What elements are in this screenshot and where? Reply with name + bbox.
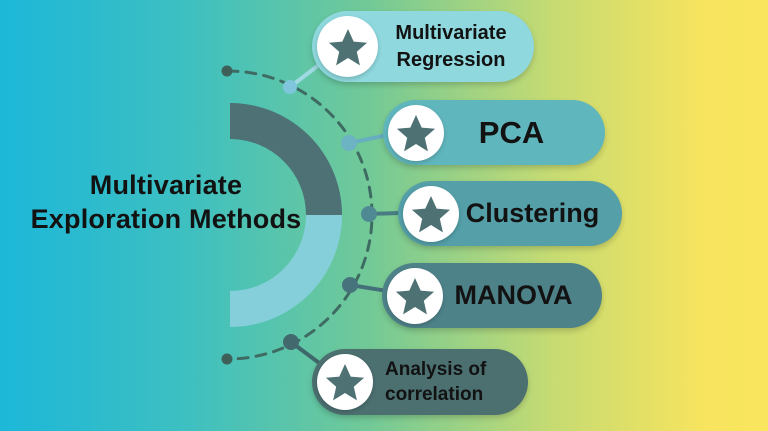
star-badge bbox=[388, 104, 444, 161]
star-badge bbox=[317, 16, 378, 77]
page-title-line1: Multivariate bbox=[89, 170, 243, 200]
method-pill-clustering: Clustering bbox=[398, 181, 622, 246]
star-badge bbox=[387, 267, 443, 324]
junction-dot-4 bbox=[342, 277, 358, 293]
star-icon bbox=[396, 114, 436, 151]
method-label: PCA bbox=[478, 114, 545, 150]
method-label: Clustering bbox=[465, 198, 600, 228]
star-icon bbox=[395, 277, 435, 314]
star-icon bbox=[325, 364, 365, 401]
page-title-line2: Exploration Methods bbox=[30, 204, 302, 234]
method-pill-pca: PCA bbox=[383, 100, 605, 165]
page-title: Multivariate Exploration Methods bbox=[20, 168, 312, 236]
star-badge bbox=[317, 354, 373, 410]
arc-end-dot-bottom bbox=[221, 353, 233, 365]
method-label: Analysis of correlation bbox=[385, 359, 487, 405]
junction-dot-3 bbox=[361, 206, 377, 222]
donut-arc-dark bbox=[230, 103, 342, 215]
star-icon bbox=[411, 195, 451, 232]
method-pill-manova: MANOVA bbox=[382, 263, 602, 328]
method-label: MANOVA bbox=[454, 280, 573, 310]
star-badge bbox=[403, 185, 459, 242]
arc-end-dot-top bbox=[221, 65, 233, 77]
method-pill-analysis-of-correlation: Analysis of correlation bbox=[312, 349, 528, 415]
method-pill-multivariate-regression: Multivariate Regression bbox=[312, 11, 534, 82]
junction-dot-5 bbox=[283, 334, 299, 350]
method-label: Multivariate Regression bbox=[395, 21, 507, 71]
star-icon bbox=[328, 28, 367, 65]
junction-dot-2 bbox=[341, 135, 357, 151]
junction-dot-1 bbox=[283, 80, 297, 94]
donut-arc-light bbox=[230, 215, 342, 327]
